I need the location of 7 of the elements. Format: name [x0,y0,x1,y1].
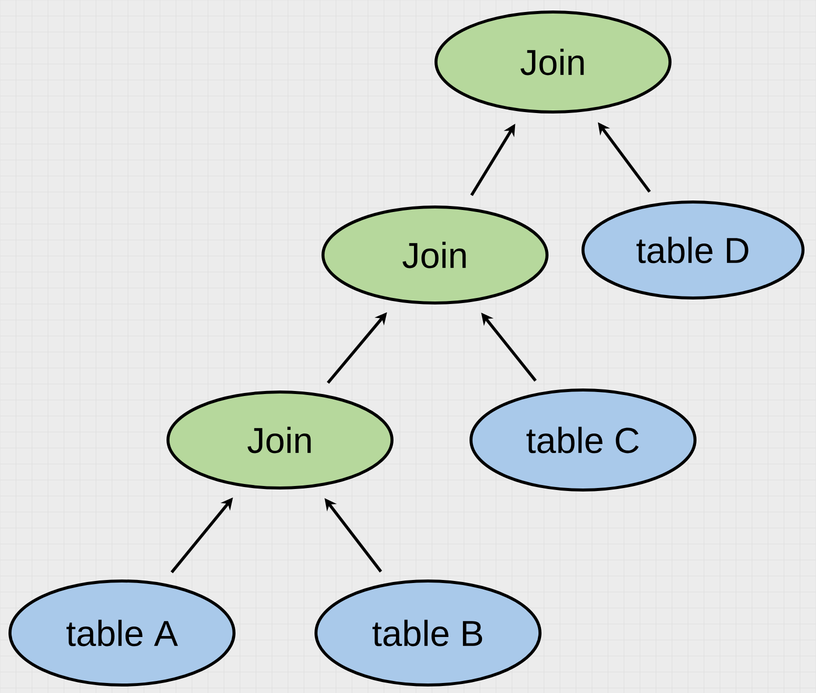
ellipse-node: table D [582,200,805,300]
ellipse-node: table A [8,580,236,686]
ellipse-node: Join [322,206,548,304]
ellipse-node: Join [166,390,394,490]
ellipse-node: Join [434,10,672,114]
ellipse-node: table C [470,388,696,492]
ellipse-node: table B [314,580,542,686]
